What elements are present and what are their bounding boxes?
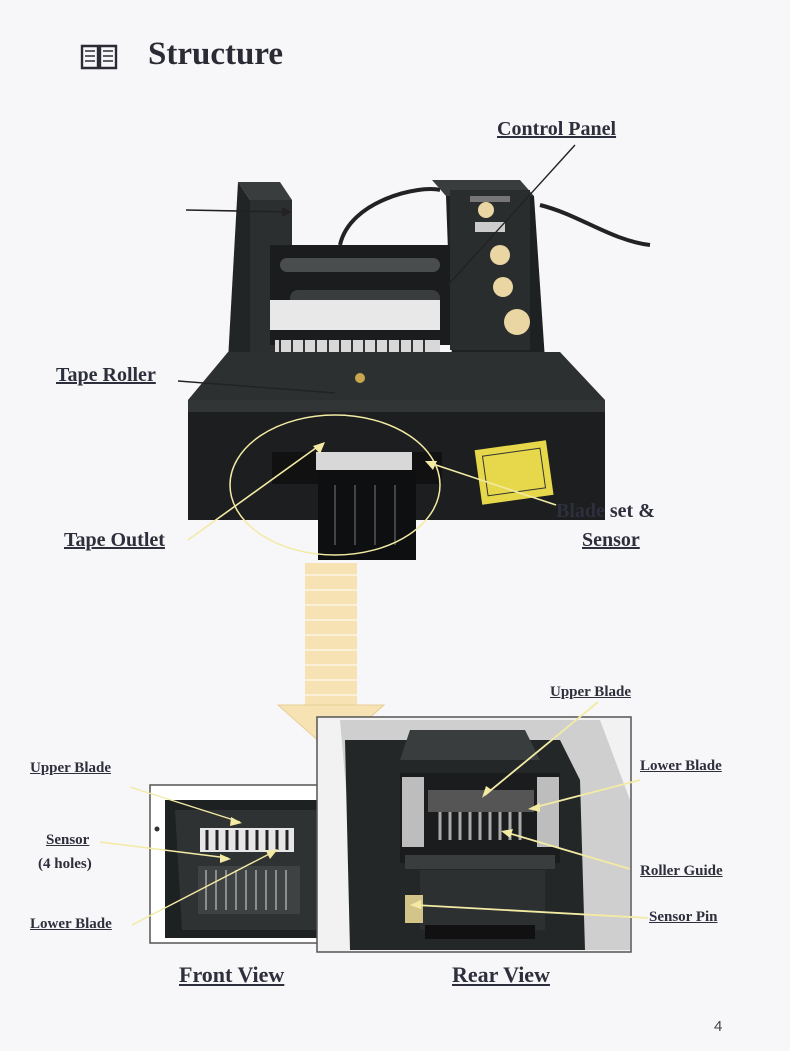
label-control-panel: Control Panel: [497, 118, 616, 141]
label-tape-outlet: Tape Outlet: [64, 529, 165, 552]
panel-button-2: [490, 245, 510, 265]
panel-button-4: [504, 309, 530, 335]
label-front-sensor: Sensor: [46, 832, 89, 849]
caption-front-view: Front View: [179, 962, 284, 988]
label-rear-lower-blade: Lower Blade: [640, 758, 722, 775]
label-tape-roller: Tape Roller: [56, 364, 156, 387]
page-number: 4: [714, 1018, 722, 1035]
label-front-upper-blade: Upper Blade: [30, 760, 111, 777]
label-rear-upper-blade: Upper Blade: [550, 684, 631, 701]
label-front-sensor-holes: (4 holes): [38, 856, 92, 873]
panel-button-1: [478, 202, 494, 218]
rear-view-photo: [317, 717, 631, 952]
label-rear-sensor-pin: Sensor Pin: [649, 909, 718, 926]
label-front-lower-blade: Lower Blade: [30, 916, 112, 933]
label-sensor: Sensor: [582, 529, 640, 552]
panel-button-3: [493, 277, 513, 297]
label-rear-roller-guide: Roller Guide: [640, 863, 723, 880]
caption-rear-view: Rear View: [452, 962, 550, 988]
label-blade-set: Blade set &: [556, 500, 655, 523]
